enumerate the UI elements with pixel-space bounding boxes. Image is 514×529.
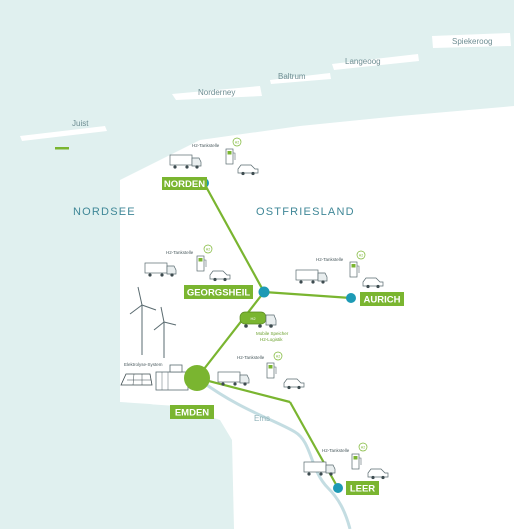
mobile-storage-truck-icon: H2 <box>239 311 277 328</box>
juist-marker <box>55 147 69 150</box>
node-aurich <box>346 293 356 303</box>
island-label-spiekeroog: Spiekeroog <box>452 37 492 46</box>
solar-panel-icon <box>120 373 153 386</box>
svg-text:H2: H2 <box>250 316 256 321</box>
island-label-langeoog: Langeoog <box>345 57 381 66</box>
island-langeoog <box>332 54 419 70</box>
city-badge-leer <box>346 481 379 495</box>
region-label-sea: NORDSEE <box>73 206 136 218</box>
node-emden <box>184 365 210 391</box>
station-label-norden: H2-Tankstelle <box>192 143 220 148</box>
station-label-emden: H2-Tankstelle <box>237 355 265 360</box>
node-georgsheil <box>258 286 270 298</box>
storage-label-line2: H2-Logistik <box>260 337 283 342</box>
city-badge-norden <box>162 177 207 190</box>
wind-turbine-icon <box>129 286 157 355</box>
island-spiekeroog <box>432 33 511 48</box>
storage-label-line1: Mobile Speicher <box>256 331 289 336</box>
wind-turbine-icon <box>153 306 177 358</box>
station-label-leer: H2-Tankstelle <box>322 448 350 453</box>
river-ems <box>199 378 352 529</box>
city-label-emden: EMDEN <box>175 408 209 419</box>
station-label-aurich: H2-Tankstelle <box>316 257 344 262</box>
island-label-norderney: Norderney <box>198 88 235 97</box>
station-label-georgsheil: H2-Tankstelle <box>166 250 194 255</box>
city-badge-emden <box>170 405 214 419</box>
island-baltrum <box>270 73 331 84</box>
electrolysis-label: Elektrolyse-System <box>124 362 163 367</box>
city-badge-georgsheil <box>184 285 253 299</box>
city-label-aurich: AURICH <box>364 295 401 306</box>
city-label-norden: NORDEN <box>164 179 205 190</box>
region-label-land: OSTFRIESLAND <box>256 206 355 218</box>
network-lines <box>196 182 352 489</box>
island-label-juist: Juist <box>72 119 89 128</box>
city-label-leer: LEER <box>350 484 375 495</box>
east-frisia-land <box>120 106 514 529</box>
dollart-bay <box>140 404 232 529</box>
city-label-georgsheil: GEORGSHEIL <box>187 288 251 299</box>
island-juist <box>20 126 107 141</box>
river-label: Ems <box>254 414 270 423</box>
island-norderney <box>172 86 262 100</box>
city-badge-aurich <box>360 292 404 306</box>
island-label-baltrum: Baltrum <box>278 72 306 81</box>
node-leer <box>333 483 343 493</box>
